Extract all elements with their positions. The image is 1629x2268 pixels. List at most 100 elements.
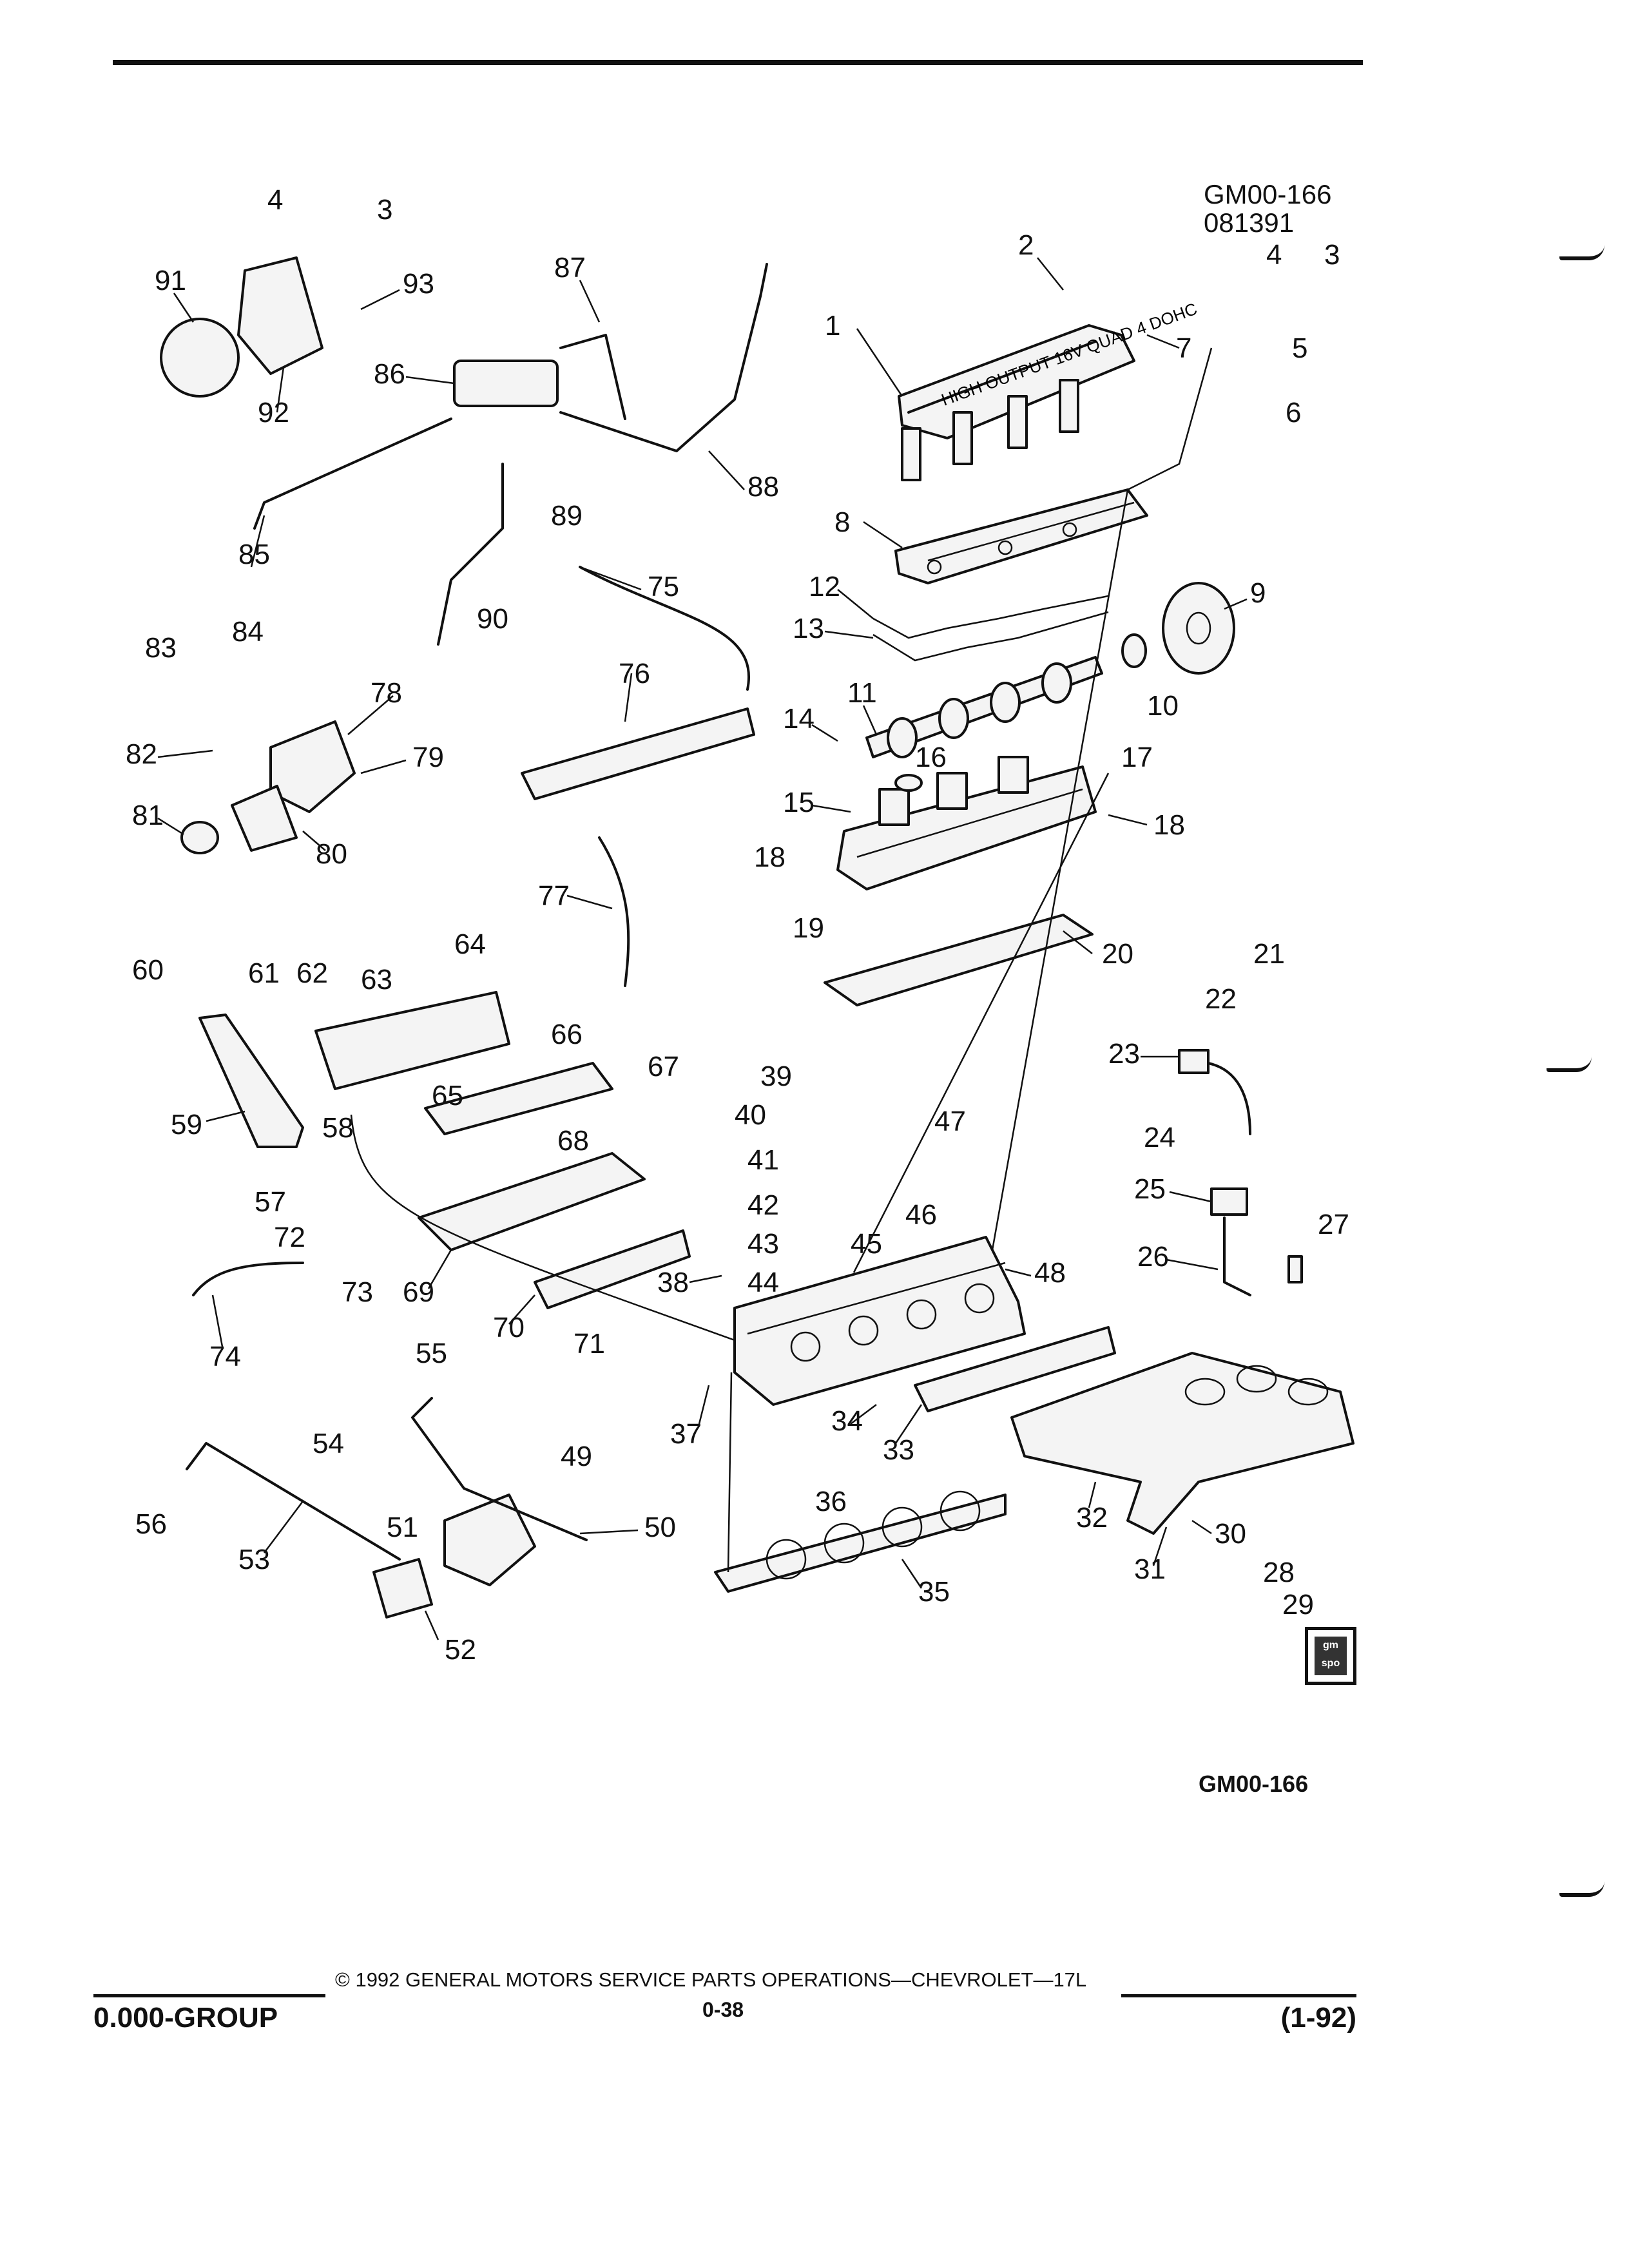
exhaust-manifold [418, 1152, 646, 1251]
footer-left-rule [93, 1994, 325, 1997]
callout-73: 73 [342, 1276, 373, 1308]
callout-27: 27 [1318, 1209, 1349, 1240]
canister-hose-lower [437, 463, 504, 646]
callout-54: 54 [313, 1428, 344, 1459]
callout-17: 17 [1121, 742, 1153, 773]
callout-38: 38 [657, 1267, 689, 1298]
sensor-23-lead [1207, 1062, 1251, 1135]
callout-45: 45 [851, 1228, 882, 1260]
callout-63: 63 [361, 964, 392, 995]
callout-62: 62 [296, 957, 328, 989]
callout-48: 48 [1034, 1257, 1066, 1289]
margin-mark-3 [1559, 1881, 1605, 1897]
canister-hose-vent [559, 334, 626, 420]
callout-75: 75 [648, 571, 679, 602]
head-gasket [714, 1490, 1007, 1593]
callout-76: 76 [619, 658, 650, 689]
callout-30: 30 [1215, 1518, 1246, 1550]
callout-36: 36 [815, 1486, 847, 1517]
callout-12: 12 [809, 571, 840, 602]
callout-58: 58 [322, 1112, 354, 1144]
callout-60: 60 [132, 954, 164, 986]
sensor-23 [1178, 1049, 1210, 1074]
callout-35: 35 [918, 1576, 950, 1608]
callout-87: 87 [554, 252, 586, 284]
callout-15: 15 [783, 787, 815, 818]
alignment-line-e [1127, 347, 1213, 491]
callout-89: 89 [551, 500, 583, 532]
camshaft-housing-gasket [824, 914, 1094, 1006]
callout-79: 79 [412, 742, 444, 773]
callout-11: 11 [847, 677, 877, 709]
bottom-drawing-code: GM00-166 [1199, 1771, 1309, 1797]
intake-manifold [1010, 1352, 1354, 1535]
exhaust-manifold-gasket [534, 1229, 691, 1309]
callout-21: 21 [1253, 938, 1285, 970]
copyright-notice: © 1992 GENERAL MOTORS SERVICE PARTS OPER… [335, 1968, 1087, 1991]
callout-1: 1 [825, 310, 840, 341]
callout-59: 59 [171, 1109, 202, 1140]
callout-92: 92 [258, 397, 289, 428]
callout-93: 93 [403, 268, 434, 300]
callout-leaders [157, 257, 1248, 1640]
callout-80: 80 [316, 838, 347, 870]
footer-right-rule [1121, 1994, 1356, 1997]
egr-gasket [372, 1558, 433, 1619]
callout-10: 10 [1147, 690, 1179, 722]
thermostat-gasket [231, 785, 298, 852]
callout-24: 24 [1144, 1122, 1175, 1153]
egr-valve-housing [443, 1494, 536, 1586]
injector-harness [598, 836, 630, 987]
map-sensor [1210, 1187, 1248, 1216]
callout-57: 57 [255, 1186, 286, 1218]
callout-34: 34 [831, 1405, 863, 1437]
camshaft-sprocket [1162, 582, 1235, 675]
alignment-line-c [727, 1372, 733, 1573]
gm-spo-logo: gm spo [1315, 1637, 1347, 1675]
cylinder-head [733, 1236, 1026, 1406]
ignition-coil-cover: HIGH OUTPUT 16V QUAD 4 DOHC [898, 299, 1200, 481]
callout-55: 55 [416, 1338, 447, 1369]
callout-4: 4 [267, 184, 283, 216]
alignment-line-d [350, 1114, 735, 1341]
callout-61: 61 [248, 957, 280, 989]
margin-mark-1 [1559, 245, 1605, 260]
page-number: 0-38 [702, 1998, 744, 2021]
callout-6: 6 [1286, 397, 1301, 428]
vapor-canister [453, 360, 559, 407]
callout-3: 3 [377, 194, 392, 226]
callout-19: 19 [793, 912, 824, 944]
callout-67: 67 [648, 1051, 679, 1082]
alignment-line-b [853, 773, 1110, 1273]
callout-43: 43 [747, 1228, 779, 1260]
page-footer: 0.000-GROUP © 1992 GENERAL MOTORS SERVIC… [93, 1968, 1356, 2039]
coolant-tube [411, 1397, 588, 1541]
callout-90: 90 [477, 603, 508, 635]
gm-spo-badge: gm spo [1305, 1627, 1356, 1685]
exhaust-heat-shield [424, 1062, 613, 1135]
thermostat-housing [269, 720, 356, 813]
callout-52: 52 [445, 1634, 476, 1666]
camshaft [865, 656, 1103, 758]
callout-86: 86 [374, 358, 405, 390]
callout-42: 42 [747, 1189, 779, 1221]
callout-53: 53 [238, 1544, 270, 1575]
alignment-line-a [991, 489, 1129, 1251]
lifter [894, 774, 923, 792]
callout-2: 2 [1018, 229, 1034, 261]
coolant-temp-sensor [1287, 1255, 1303, 1283]
callout-83: 83 [145, 632, 177, 664]
callouts: 1 2 3 4 5 6 7 8 9 10 11 12 13 14 15 16 1… [126, 184, 1349, 1666]
callout-14: 14 [783, 703, 815, 735]
top-rule [113, 60, 1363, 65]
callout-72: 72 [274, 1222, 305, 1253]
callout-39: 39 [760, 1061, 792, 1092]
callout-5: 5 [1292, 332, 1307, 364]
revision-date: (1-92) [1280, 2002, 1356, 2033]
callout-13: 13 [793, 613, 824, 644]
callout-78: 78 [371, 677, 402, 709]
callout-46: 46 [905, 1199, 937, 1231]
callout-47: 47 [934, 1106, 966, 1137]
callout-82: 82 [126, 738, 157, 770]
